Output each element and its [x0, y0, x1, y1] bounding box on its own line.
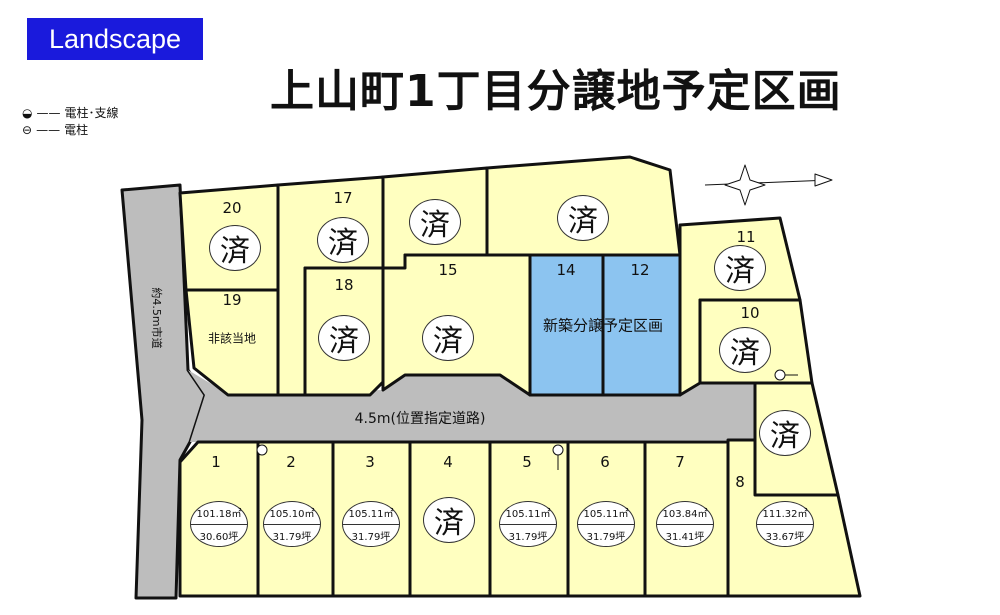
legend-pole-wire: ◒——電柱･支線 — [22, 105, 119, 121]
sold-mark: 済 — [317, 217, 369, 263]
sold-mark: 済 — [759, 410, 811, 456]
legend-pole: ⊖——電柱 — [22, 122, 89, 138]
sold-mark: 済 — [318, 315, 370, 361]
lot-number: 14 — [556, 261, 576, 279]
landscape-badge: Landscape — [27, 18, 203, 60]
lot-number: 12 — [630, 261, 650, 279]
sold-mark: 済 — [423, 497, 475, 543]
main-road-label: 4.5m(位置指定道路) — [354, 411, 486, 427]
compass-icon — [704, 164, 833, 206]
lot-number: 8 — [735, 473, 745, 491]
lot-note: 非該当地 — [207, 331, 257, 346]
map-title: 上山町1丁目分譲地予定区画 — [270, 66, 842, 117]
lot-number: 3 — [365, 453, 375, 471]
lot-number: 18 — [334, 276, 354, 294]
lot-number: 10 — [740, 304, 760, 322]
lot-12[interactable] — [601, 253, 682, 397]
planned-lots-label: 新築分譲予定区画 — [542, 316, 664, 335]
pole-icon: ⊖ — [22, 122, 33, 137]
lot-number: 4 — [443, 453, 453, 471]
sold-mark: 済 — [422, 315, 474, 361]
lot-number: 19 — [222, 291, 242, 309]
lot-number: 11 — [736, 228, 756, 246]
sold-mark: 済 — [719, 327, 771, 373]
lot-number: 20 — [222, 199, 242, 217]
lot-number: 6 — [600, 453, 610, 471]
side-road-label: 約4.5m市道 — [150, 287, 163, 349]
pole-with-guy-wire-icon: ◒ — [22, 105, 33, 120]
pole-markers — [256, 369, 798, 470]
sold-mark: 済 — [714, 245, 766, 291]
lot-19[interactable] — [184, 288, 280, 397]
lot-number: 15 — [438, 261, 458, 279]
sold-mark: 済 — [409, 199, 461, 245]
lot-number: 5 — [522, 453, 532, 471]
lot-number: 7 — [675, 453, 685, 471]
main-road — [188, 370, 755, 442]
sold-mark: 済 — [557, 195, 609, 241]
sold-mark: 済 — [209, 225, 261, 271]
lot-number: 17 — [333, 189, 353, 207]
lot-number: 2 — [286, 453, 296, 471]
lot-number: 1 — [211, 453, 221, 471]
